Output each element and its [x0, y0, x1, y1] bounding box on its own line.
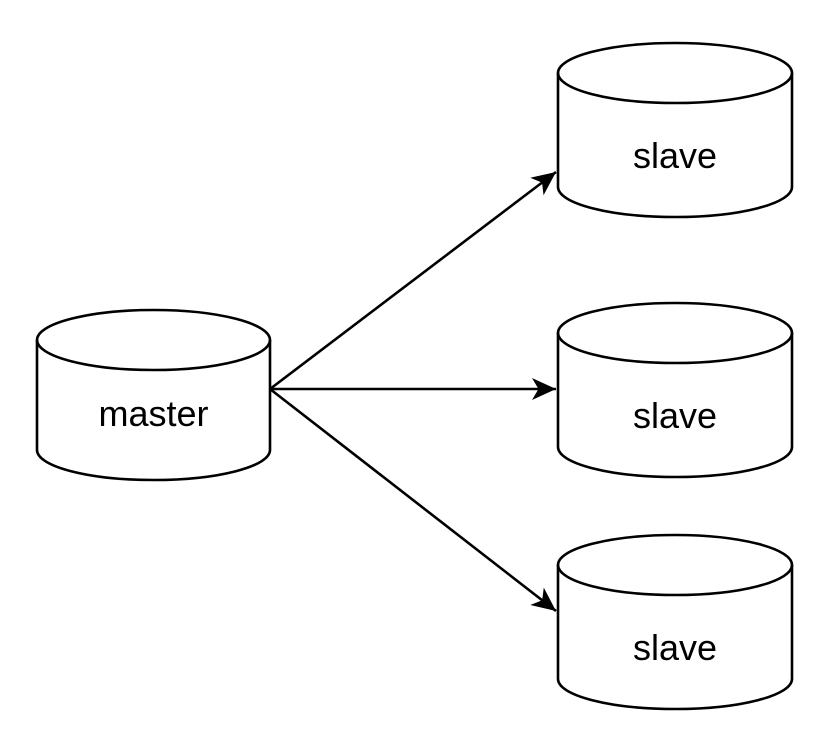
edge-master-slave-1 [269, 170, 557, 391]
slave-1-cylinder-lip [556, 72, 794, 105]
slave-3-cylinder-shape [556, 533, 794, 711]
edge-master-slave-3 [269, 387, 557, 613]
slave-1-label: slave [633, 135, 717, 176]
master-cylinder-lip [35, 339, 272, 372]
node-slave-3: slave [556, 533, 794, 711]
slave-1-cylinder-shape [556, 41, 794, 219]
node-master: master [35, 308, 272, 482]
slave-2-cylinder-lip [556, 332, 794, 365]
edges [269, 170, 557, 613]
slave-3-label: slave [633, 627, 717, 668]
master-label: master [98, 393, 208, 434]
node-slave-1: slave [556, 41, 794, 219]
slave-2-label: slave [633, 395, 717, 436]
node-slave-2: slave [556, 301, 794, 479]
master-cylinder-shape [35, 308, 272, 482]
slave-2-cylinder-shape [556, 301, 794, 479]
slave-3-cylinder-lip [556, 564, 794, 597]
